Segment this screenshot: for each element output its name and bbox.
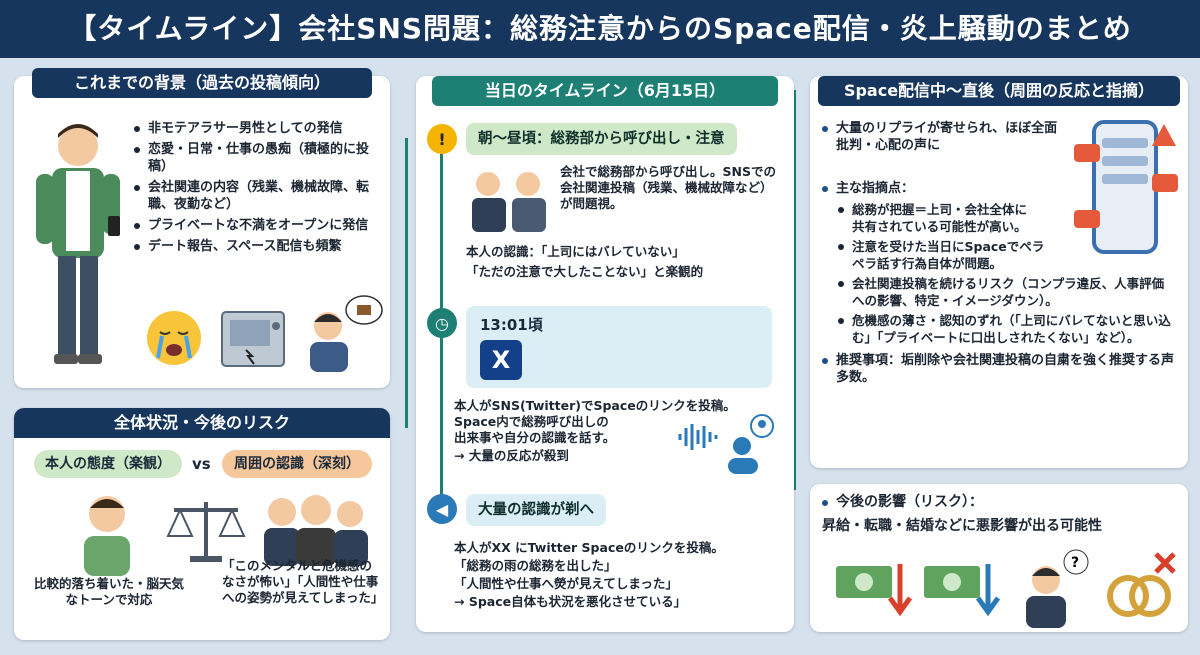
event3-body-1: 本人がXX にTwitter Spaceのリンクを投稿。 bbox=[454, 540, 724, 555]
event3-body-4: → Space自体も状況を悪化させている」 bbox=[454, 594, 687, 609]
calm-person-icon bbox=[84, 496, 130, 576]
point-item: 会社関連投稿を続けるリスク（コンプラ違反、人事評価への影響、特定・イメージダウン… bbox=[836, 275, 1176, 309]
points-label: 主な指摘点： bbox=[836, 181, 915, 196]
broken-rings-icon bbox=[1107, 552, 1176, 617]
broken-machine-icon bbox=[221, 311, 285, 367]
background-item: 恋愛・日常・仕事の愚痴（積極的に投稿） bbox=[132, 141, 384, 175]
event1-body: 会社で総務部から呼び出し。SNSでの会社関連投稿（残業、機械故障など）が問題視。 bbox=[560, 164, 776, 211]
background-item: 会社関連の内容（残業、機械故障、転職、夜勤など） bbox=[132, 179, 384, 213]
person-phone-illustration bbox=[36, 124, 120, 364]
crying-face-icon bbox=[147, 311, 201, 365]
warning-icon: ! bbox=[427, 124, 457, 154]
event3-body-2: 「総務の雨の総務を出した」 bbox=[454, 558, 617, 573]
event2-body-2: Space内で総務呼び出しの bbox=[454, 414, 609, 429]
reaction-list: 大量のリプライが寄せられ、ほぼ全面批判・心配の声に bbox=[820, 120, 1070, 166]
scale-icon bbox=[166, 502, 246, 562]
vs-label: vs bbox=[192, 455, 211, 473]
money-down-icon bbox=[924, 564, 1000, 617]
audio-wave-icon bbox=[678, 424, 718, 450]
background-item: デート報告、スペース配信も頻繁 bbox=[132, 238, 384, 255]
point-item: 注意を受けた当日にSpaceでペラペラ話す行為自体が問題。 bbox=[836, 238, 1056, 272]
page-title: 【タイムライン】会社SNS問題：総務注意からのSpace配信・炎上騒動のまとめ bbox=[0, 0, 1200, 58]
risk-header: 全体状況・今後のリスク bbox=[14, 408, 390, 438]
future-list: 今後の影響（リスク）： bbox=[820, 494, 1180, 513]
event2-body-4: → 大量の反応が殺到 bbox=[454, 448, 569, 463]
reaction-header: Space配信中〜直後（周囲の反応と指摘） bbox=[818, 76, 1180, 106]
future-card: 今後の影響（リスク）： 昇給・転職・結婚などに悪影響が出る可能性 ? bbox=[810, 484, 1188, 632]
salary-down-icon bbox=[836, 564, 912, 617]
managers-icon bbox=[472, 172, 546, 232]
reaction-item: 主な指摘点： 総務が把握＝上司・会社全体に共有されている可能性が高い。 注意を受… bbox=[820, 180, 1176, 346]
connector-left bbox=[388, 138, 408, 428]
future-body: 昇給・転職・結婚などに悪影響が出る可能性 bbox=[822, 518, 1102, 534]
event2-time: 13:01頃 bbox=[480, 316, 543, 334]
points-sublist: 総務が把握＝上司・会社全体に共有されている可能性が高い。 注意を受けた当日にSp… bbox=[836, 201, 1176, 346]
clock-icon: ◷ bbox=[427, 308, 457, 338]
others-perception-pill: 周囲の認識（深刻） bbox=[222, 450, 372, 478]
event3-body-3: 「人間性や仕事へ熒が見えてしまった」 bbox=[454, 576, 678, 591]
background-item: プライベートな不満をオープンに発信 bbox=[132, 217, 384, 234]
self-attitude-pill: 本人の態度（楽観） bbox=[34, 450, 182, 478]
event3-title: 大量の認識が剃へ bbox=[466, 494, 606, 526]
reaction-points: 主な指摘点： 総務が把握＝上司・会社全体に共有されている可能性が高い。 注意を受… bbox=[820, 180, 1176, 390]
x-logo-icon: X bbox=[480, 340, 522, 380]
background-card: これまでの背景（過去の投稿傾向） 非モテアラサー男性としての発信 恋愛・日常・仕… bbox=[14, 68, 390, 388]
event2-body-1: 本人がSNS(Twitter)でSpaceのリンクを投稿。 bbox=[454, 398, 736, 413]
risk-card: 全体状況・今後のリスク 本人の態度（楽観） vs 周囲の認識（深刻） 比較的落ち… bbox=[14, 408, 390, 640]
speaker-user-icon bbox=[728, 414, 774, 474]
event1-awareness-1: 本人の認識：「上司にはバレていない」 bbox=[466, 244, 685, 259]
event1-awareness-2: 「ただの注意で大したことない」と楽観的 bbox=[466, 264, 704, 279]
megaphone-icon: ◀ bbox=[427, 494, 457, 524]
background-item: 非モテアラサー男性としての発信 bbox=[132, 120, 384, 137]
point-item: 危機感の薄さ・認知のずれ（「上司にバレてないと思い込む」「プライベートに口出しさ… bbox=[836, 312, 1176, 346]
worried-person-icon bbox=[310, 295, 383, 372]
coworkers-icon bbox=[264, 495, 368, 566]
point-item: 総務が把握＝上司・会社全体に共有されている可能性が高い。 bbox=[836, 201, 1036, 235]
reaction-item: 大量のリプライが寄せられ、ほぼ全面批判・心配の声に bbox=[820, 120, 1070, 154]
confused-person-icon: ? bbox=[1026, 549, 1089, 628]
reaction-item: 推奨事項：垢削除や会社関連投稿の自粛を強く推奨する声多数。 bbox=[820, 352, 1176, 386]
background-list: 非モテアラサー男性としての発信 恋愛・日常・仕事の愚痴（積極的に投稿） 会社関連… bbox=[132, 120, 384, 259]
self-caption: 比較的落ち着いた・脳天気なトーンで対応 bbox=[34, 576, 185, 607]
future-title: 今後の影響（リスク）： bbox=[820, 494, 1180, 511]
background-header: これまでの背景（過去の投稿傾向） bbox=[32, 68, 372, 98]
timeline-header: 当日のタイムライン（6月15日） bbox=[432, 76, 778, 106]
phone-notifications-icon bbox=[1074, 120, 1178, 254]
reaction-card: Space配信中〜直後（周囲の反応と指摘） 大量のリプライが寄せられ、ほぼ全面批… bbox=[810, 76, 1188, 468]
others-caption: 「このメンタルと危機感のなさが怖い」「人間性や仕事への姿勢が見えてしまった」 bbox=[222, 558, 384, 605]
svg-text:?: ? bbox=[1071, 555, 1079, 571]
event2-body-3: 出来事や自分の認識を話す。 bbox=[454, 430, 616, 445]
event1-title: 朝〜昼頃：総務部から呼び出し・注意 bbox=[466, 123, 737, 155]
